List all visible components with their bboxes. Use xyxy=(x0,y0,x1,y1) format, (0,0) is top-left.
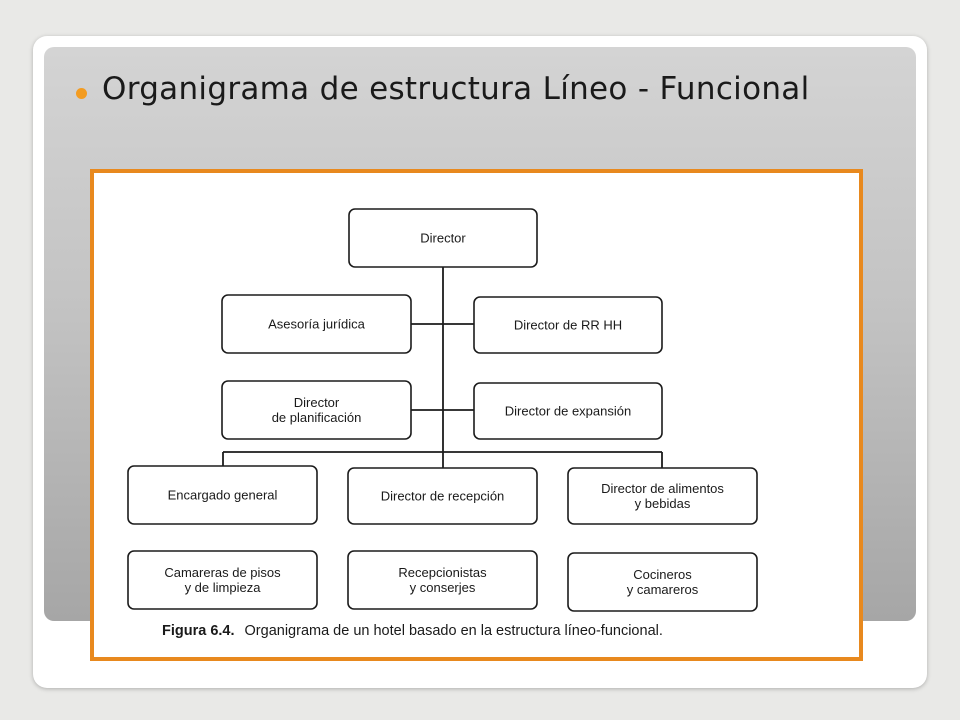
org-node-encargado: Encargado general xyxy=(127,465,318,525)
org-node-label: Recepcionistas xyxy=(398,565,487,580)
org-node-rrhh: Director de RR HH xyxy=(473,296,663,354)
org-node-label: y bebidas xyxy=(635,496,691,511)
org-node-label: y de limpieza xyxy=(185,580,262,595)
org-node-label: Cocineros xyxy=(633,567,692,582)
org-node-box xyxy=(473,296,663,354)
org-node-label: Director xyxy=(420,231,466,246)
bullet-dot-icon xyxy=(76,88,87,99)
org-node-label: Asesoría jurídica xyxy=(268,317,366,332)
org-node-label: y camareros xyxy=(627,582,699,597)
org-node-box xyxy=(127,550,318,610)
org-node-asesoria: Asesoría jurídica xyxy=(221,294,412,354)
org-node-label: Director de expansión xyxy=(505,404,631,419)
org-node-label: de planificación xyxy=(272,410,362,425)
org-node-director: Director xyxy=(348,208,538,268)
org-node-box xyxy=(473,382,663,440)
org-node-box xyxy=(127,465,318,525)
caption-text: Organigrama de un hotel basado en la est… xyxy=(244,623,663,639)
org-node-expansion: Director de expansión xyxy=(473,382,663,440)
org-node-label: Camareras de pisos xyxy=(164,565,281,580)
org-node-box xyxy=(347,467,538,525)
slide-title: Organigrama de estructura Líneo - Funcio… xyxy=(102,71,810,107)
org-node-box xyxy=(347,550,538,610)
org-node-recepcion: Director de recepción xyxy=(347,467,538,525)
org-node-box xyxy=(221,294,412,354)
org-node-box xyxy=(348,208,538,268)
caption-label: Figura 6.4. xyxy=(162,623,235,639)
org-node-label: Director de alimentos xyxy=(601,481,724,496)
org-node-label: Encargado general xyxy=(168,488,278,503)
org-node-label: Director xyxy=(294,395,340,410)
figure-caption: Figura 6.4. Organigrama de un hotel basad… xyxy=(162,623,842,639)
org-node-label: y conserjes xyxy=(410,580,476,595)
org-node-label: Director de recepción xyxy=(381,489,505,504)
org-node-label: Director de RR HH xyxy=(514,318,622,333)
org-node-box xyxy=(221,380,412,440)
org-node-box xyxy=(567,552,758,612)
org-node-box xyxy=(567,467,758,525)
